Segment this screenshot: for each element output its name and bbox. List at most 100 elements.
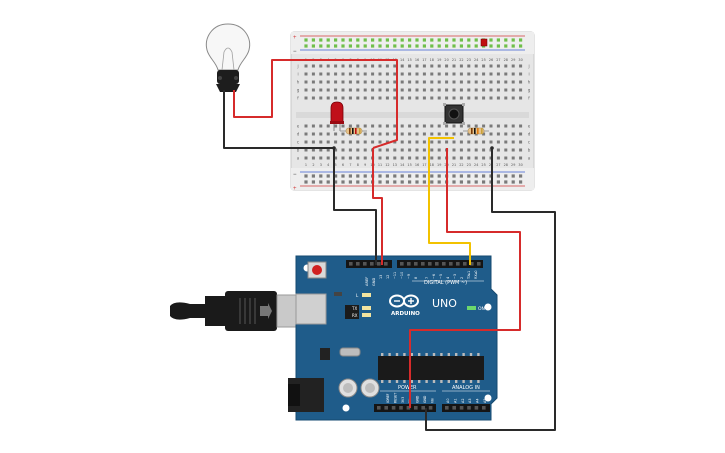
breadboard-hole[interactable] — [334, 96, 338, 100]
breadboard-hole[interactable] — [415, 140, 419, 144]
breadboard-hole[interactable] — [445, 132, 449, 136]
breadboard-hole[interactable] — [482, 140, 486, 144]
breadboard-hole[interactable] — [363, 64, 367, 68]
breadboard-hole[interactable] — [311, 148, 315, 152]
rail-hole[interactable] — [385, 174, 389, 178]
breadboard-hole[interactable] — [348, 88, 352, 92]
breadboard-hole[interactable] — [400, 124, 404, 128]
breadboard-hole[interactable] — [400, 96, 404, 100]
breadboard-hole[interactable] — [400, 64, 404, 68]
rail-hole[interactable] — [415, 180, 419, 184]
rail-hole[interactable] — [459, 174, 463, 178]
rail-hole[interactable] — [504, 44, 508, 48]
header-pin[interactable] — [363, 262, 367, 266]
breadboard-hole[interactable] — [304, 140, 308, 144]
rail-hole[interactable] — [400, 44, 404, 48]
breadboard-hole[interactable] — [311, 88, 315, 92]
breadboard-hole[interactable] — [452, 156, 456, 160]
breadboard-hole[interactable] — [356, 64, 360, 68]
rail-hole[interactable] — [415, 174, 419, 178]
breadboard-hole[interactable] — [489, 124, 493, 128]
rail-hole[interactable] — [341, 174, 345, 178]
breadboard-hole[interactable] — [378, 156, 382, 160]
rail-hole[interactable] — [326, 174, 330, 178]
rail-hole[interactable] — [511, 174, 515, 178]
rail-hole[interactable] — [511, 38, 515, 42]
rail-hole[interactable] — [408, 174, 412, 178]
rail-hole[interactable] — [489, 44, 493, 48]
breadboard-hole[interactable] — [378, 96, 382, 100]
rail-hole[interactable] — [385, 180, 389, 184]
breadboard-hole[interactable] — [422, 96, 426, 100]
breadboard-hole[interactable] — [430, 80, 434, 84]
breadboard-hole[interactable] — [430, 140, 434, 144]
rail-hole[interactable] — [474, 174, 478, 178]
breadboard-hole[interactable] — [319, 80, 323, 84]
breadboard-hole[interactable] — [437, 80, 441, 84]
breadboard-hole[interactable] — [474, 156, 478, 160]
breadboard-hole[interactable] — [467, 132, 471, 136]
rail-hole[interactable] — [415, 38, 419, 42]
rail-hole[interactable] — [363, 44, 367, 48]
breadboard-hole[interactable] — [363, 88, 367, 92]
breadboard-hole[interactable] — [459, 80, 463, 84]
breadboard-hole[interactable] — [356, 80, 360, 84]
push-button[interactable] — [443, 103, 465, 125]
breadboard-hole[interactable] — [452, 124, 456, 128]
breadboard-hole[interactable] — [474, 148, 478, 152]
rail-hole[interactable] — [474, 44, 478, 48]
rail-hole[interactable] — [385, 44, 389, 48]
rail-hole[interactable] — [356, 38, 360, 42]
header-pin[interactable] — [474, 406, 479, 410]
rail-hole[interactable] — [452, 44, 456, 48]
rail-hole[interactable] — [371, 44, 375, 48]
breadboard-hole[interactable] — [326, 96, 330, 100]
rail-hole[interactable] — [393, 174, 397, 178]
rail-hole[interactable] — [408, 38, 412, 42]
breadboard-hole[interactable] — [519, 124, 523, 128]
header-pin[interactable] — [421, 406, 425, 410]
header-pin[interactable] — [414, 406, 418, 410]
rail-hole[interactable] — [378, 44, 382, 48]
rail-hole[interactable] — [385, 38, 389, 42]
breadboard-hole[interactable] — [437, 124, 441, 128]
breadboard-hole[interactable] — [452, 140, 456, 144]
rail-hole[interactable] — [334, 44, 338, 48]
breadboard-hole[interactable] — [356, 156, 360, 160]
reset-button[interactable] — [307, 261, 327, 279]
breadboard-hole[interactable] — [400, 148, 404, 152]
header-pin[interactable] — [449, 262, 453, 266]
breadboard-hole[interactable] — [467, 64, 471, 68]
breadboard-hole[interactable] — [378, 72, 382, 76]
rail-hole[interactable] — [334, 180, 338, 184]
light-bulb[interactable] — [205, 23, 251, 92]
rail-hole[interactable] — [459, 180, 463, 184]
breadboard-hole[interactable] — [356, 72, 360, 76]
rail-hole[interactable] — [482, 180, 486, 184]
breadboard-hole[interactable] — [304, 148, 308, 152]
breadboard-hole[interactable] — [378, 132, 382, 136]
header-pin[interactable] — [467, 406, 471, 410]
breadboard-hole[interactable] — [496, 132, 500, 136]
breadboard-hole[interactable] — [467, 148, 471, 152]
breadboard-hole[interactable] — [422, 156, 426, 160]
breadboard-hole[interactable] — [415, 148, 419, 152]
breadboard-hole[interactable] — [363, 148, 367, 152]
breadboard-hole[interactable] — [348, 96, 352, 100]
breadboard-hole[interactable] — [519, 140, 523, 144]
breadboard-hole[interactable] — [496, 88, 500, 92]
rail-hole[interactable] — [304, 44, 308, 48]
header-pin[interactable] — [370, 262, 374, 266]
breadboard-hole[interactable] — [348, 72, 352, 76]
breadboard-hole[interactable] — [304, 88, 308, 92]
breadboard-hole[interactable] — [482, 88, 486, 92]
breadboard-hole[interactable] — [415, 132, 419, 136]
rail-hole[interactable] — [393, 44, 397, 48]
rail-hole[interactable] — [348, 38, 352, 42]
breadboard-hole[interactable] — [445, 124, 449, 128]
breadboard-hole[interactable] — [489, 96, 493, 100]
breadboard-hole[interactable] — [356, 88, 360, 92]
breadboard-hole[interactable] — [482, 148, 486, 152]
breadboard-hole[interactable] — [496, 140, 500, 144]
breadboard-hole[interactable] — [311, 124, 315, 128]
